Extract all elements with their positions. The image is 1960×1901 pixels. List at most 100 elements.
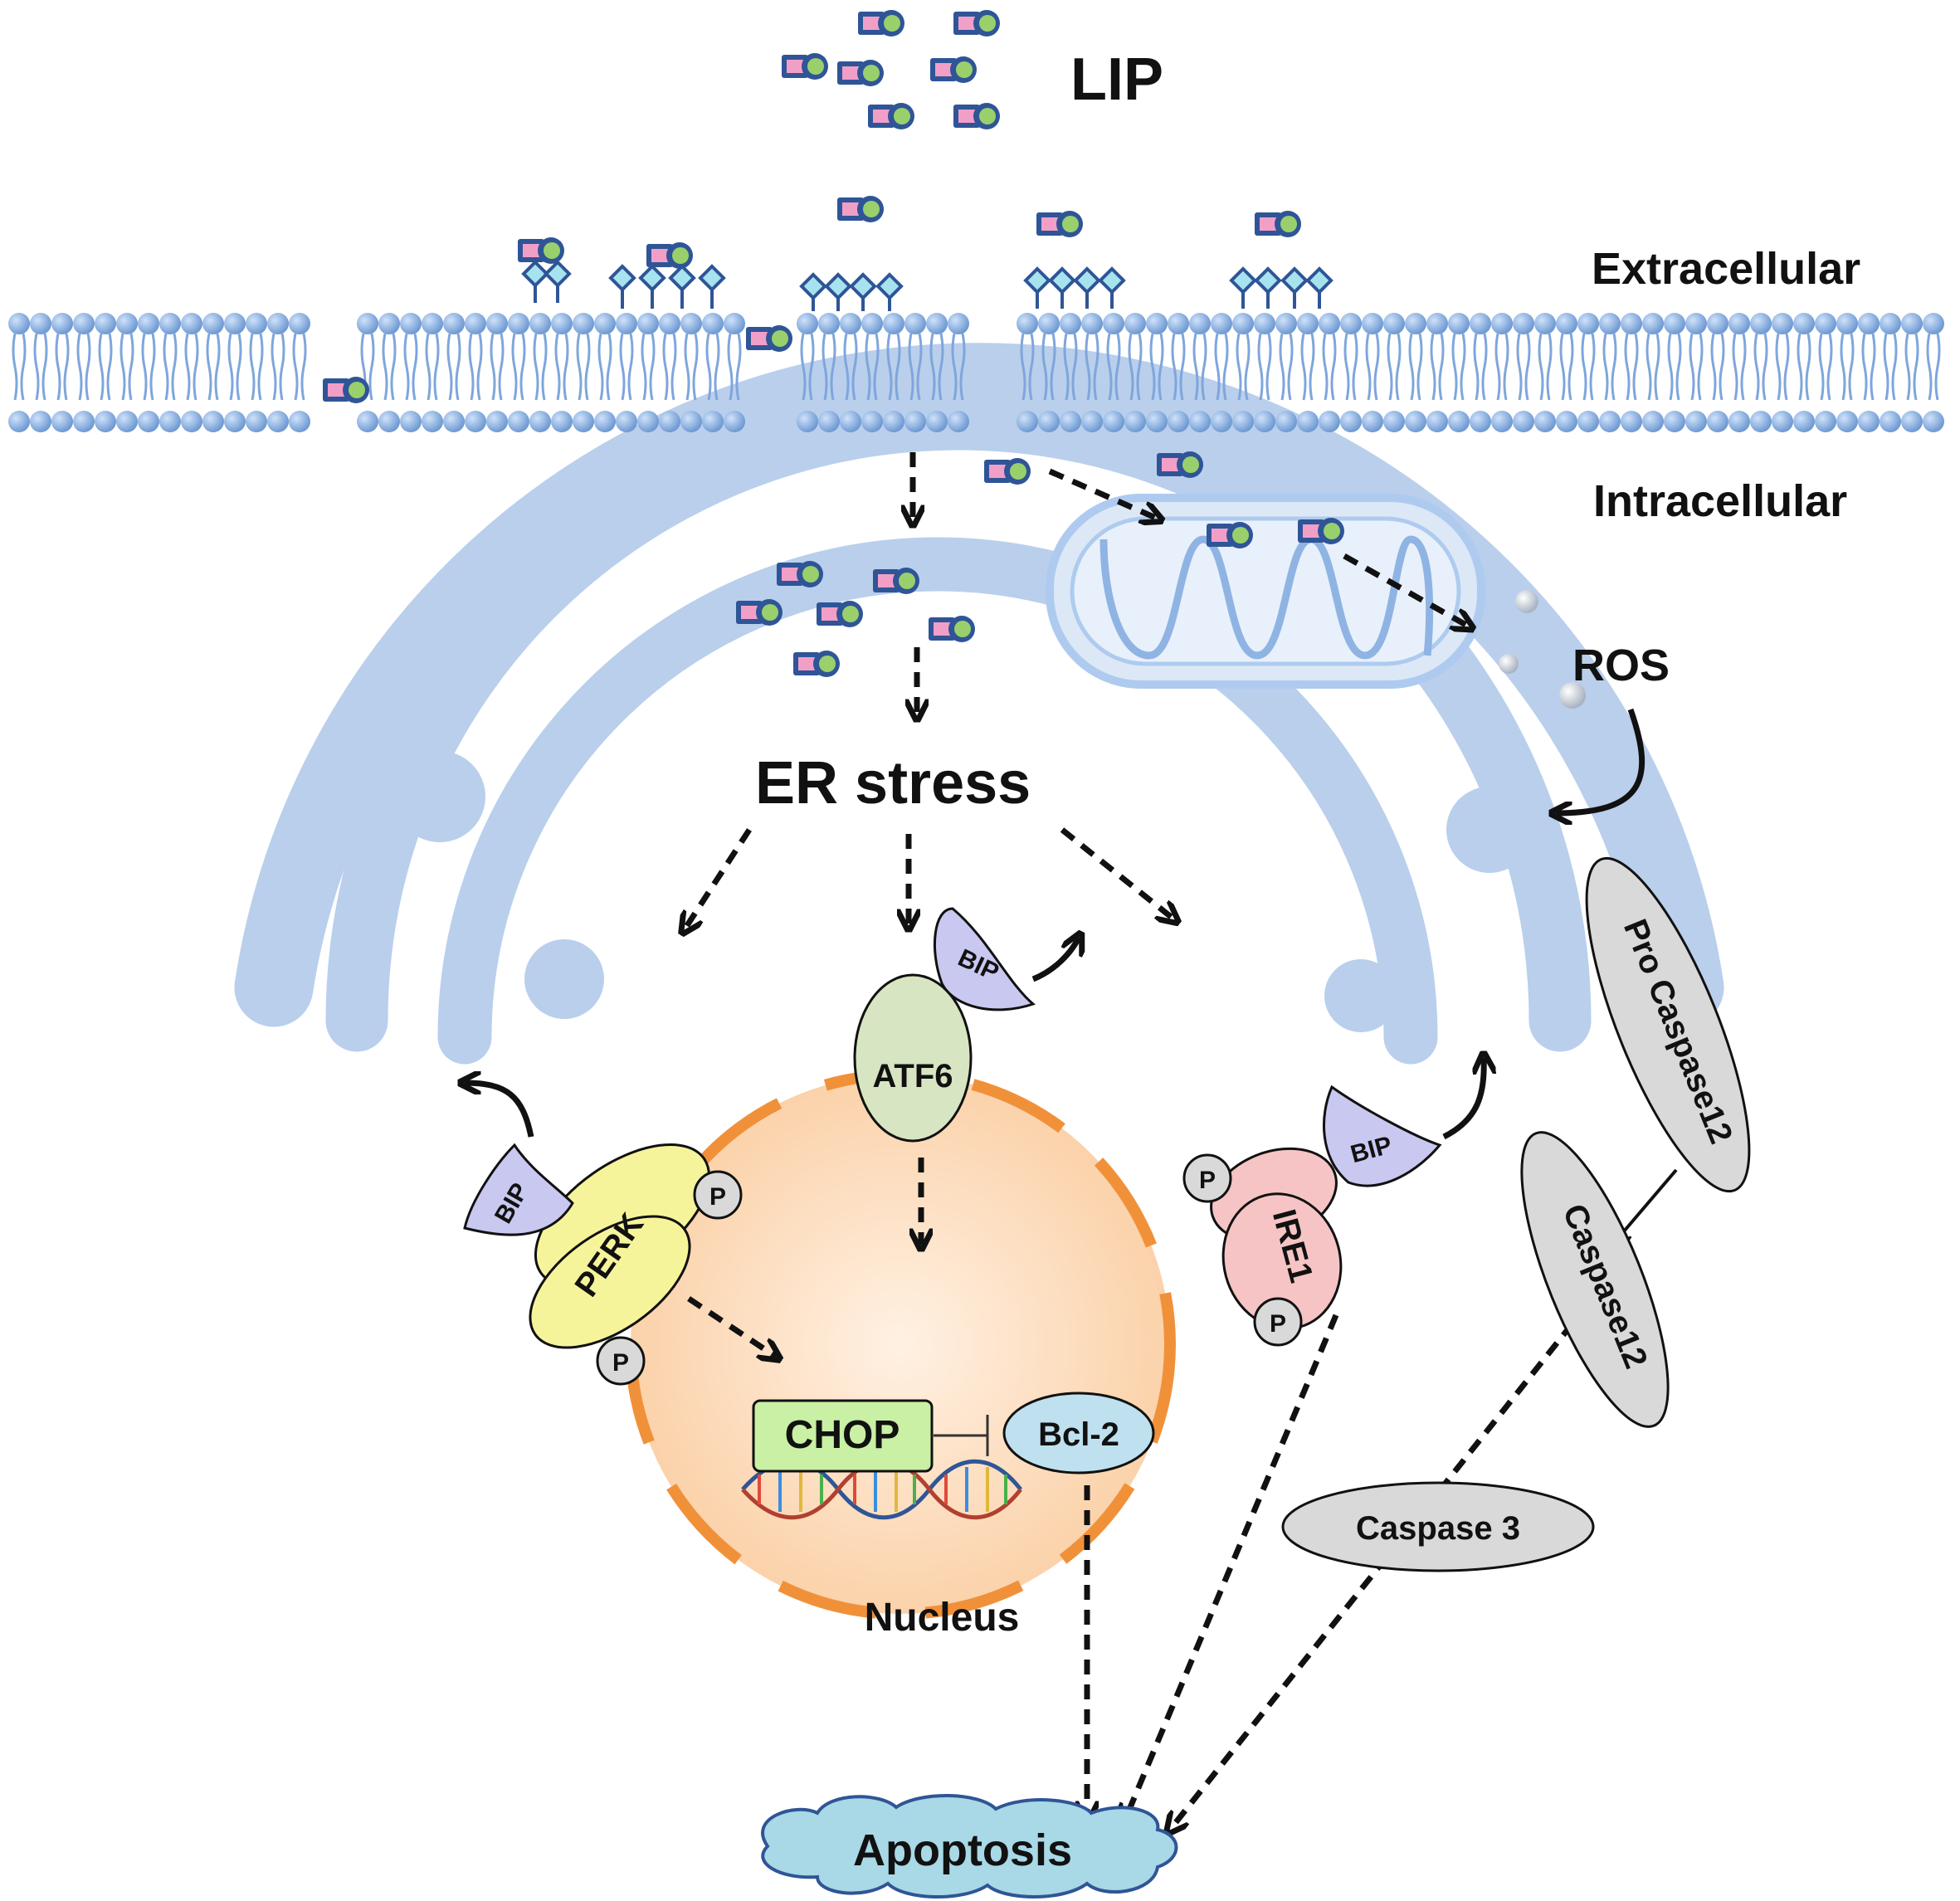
lipid-head — [1168, 313, 1189, 334]
lipid-head — [246, 411, 267, 432]
receptor-diamond-icon — [850, 273, 876, 300]
lipid-head — [159, 411, 181, 432]
lipid-head — [594, 411, 616, 432]
lipid-head — [1858, 411, 1880, 432]
lipid-head — [1513, 313, 1534, 334]
lipid-head — [659, 313, 680, 334]
lipid-head — [1426, 411, 1448, 432]
lipid-head — [1880, 313, 1901, 334]
lip-molecule-icon — [323, 377, 369, 403]
lipid-head — [1405, 411, 1426, 432]
lipid-head — [1664, 313, 1685, 334]
lipid-head — [1211, 411, 1232, 432]
lipid-head — [1017, 411, 1038, 432]
lipid-head — [1319, 313, 1340, 334]
perk-complex — [463, 1143, 743, 1386]
lipid-head — [443, 411, 465, 432]
lipid-head — [1815, 411, 1836, 432]
lip-molecule-icon — [1207, 522, 1253, 548]
intracellular-label: Intracellular — [1593, 476, 1847, 526]
atf6-complex — [853, 907, 1036, 1143]
lip-label: LIP — [1070, 46, 1163, 113]
lipid-head — [8, 313, 30, 334]
lipid-head — [422, 313, 443, 334]
lipid-head — [861, 411, 883, 432]
lipid-head — [465, 411, 486, 432]
lipid-head — [883, 411, 904, 432]
lip-molecule-icon — [953, 103, 1000, 129]
lipid-head — [1426, 313, 1448, 334]
ire1-p-label-2: P — [1270, 1310, 1286, 1338]
bcl2-box — [1002, 1392, 1155, 1474]
cell-membrane — [8, 313, 1944, 432]
lipid-head — [1577, 313, 1599, 334]
lipid-head — [818, 411, 840, 432]
lipid-head — [1793, 313, 1815, 334]
lip-molecule-icon — [777, 561, 823, 587]
lipid-head — [1405, 313, 1426, 334]
lipid-head — [95, 313, 116, 334]
receptor-diamond-icon — [1230, 267, 1256, 294]
lipid-head — [1577, 411, 1599, 432]
lipid-head — [1124, 313, 1146, 334]
receptor-diamond-icon — [1099, 267, 1125, 294]
lipid-head — [224, 313, 246, 334]
lipid-head — [883, 313, 904, 334]
lipid-head — [1124, 411, 1146, 432]
lipid-head — [1081, 313, 1103, 334]
lipid-head — [926, 411, 948, 432]
lipid-head — [1642, 313, 1664, 334]
lipid-head — [1017, 313, 1038, 334]
lip-molecule-icon — [736, 599, 783, 626]
lipid-head — [1836, 411, 1858, 432]
lipid-head — [551, 411, 573, 432]
lipid-head — [1836, 313, 1858, 334]
lip-molecule-icon — [929, 616, 975, 642]
lipid-head — [159, 313, 181, 334]
receptor-diamond-icon — [1024, 267, 1051, 294]
receptor-diamond-icon — [825, 273, 851, 300]
lipid-head — [1470, 313, 1491, 334]
lip-molecule-icon — [1255, 211, 1301, 237]
er-stress-label: ER stress — [755, 750, 1031, 816]
receptor-diamond-icon — [544, 261, 571, 287]
receptor-diamond-icon — [609, 265, 636, 291]
lip-molecule-icon — [1298, 518, 1344, 544]
lipid-head — [1254, 411, 1275, 432]
lip-molecule-icon — [782, 53, 828, 80]
lipid-head — [289, 313, 310, 334]
lipid-head — [1211, 313, 1232, 334]
bcl2-label: Bcl-2 — [1038, 1416, 1119, 1453]
lip-molecule-icon — [837, 196, 884, 222]
lipid-head — [1491, 411, 1513, 432]
lipid-head — [1060, 411, 1081, 432]
lipid-head — [1534, 411, 1556, 432]
lipid-head — [116, 313, 138, 334]
lipid-head — [138, 411, 159, 432]
lipid-head — [8, 411, 30, 432]
lipid-head — [529, 313, 551, 334]
lipid-head — [1513, 411, 1534, 432]
lipid-head — [73, 411, 95, 432]
caspase3-label: Caspase 3 — [1356, 1510, 1520, 1547]
lipid-head — [1254, 313, 1275, 334]
lipid-head — [1534, 313, 1556, 334]
lipid-head — [422, 411, 443, 432]
lipid-head — [861, 313, 883, 334]
lipid-head — [1146, 313, 1168, 334]
lipid-head — [637, 313, 659, 334]
lipid-head — [904, 411, 926, 432]
lipid-head — [1728, 411, 1750, 432]
lip-molecule-icon — [646, 242, 693, 269]
lipid-head — [1685, 313, 1707, 334]
lip-molecule-icon — [817, 601, 863, 627]
lipid-head — [1664, 411, 1685, 432]
lipid-head — [1362, 411, 1383, 432]
lipid-head — [1793, 411, 1815, 432]
lipid-head — [1383, 313, 1405, 334]
ire1-p-label-1: P — [1199, 1167, 1216, 1194]
lipid-head — [1362, 313, 1383, 334]
lipid-head — [1685, 411, 1707, 432]
lipid-head — [1556, 313, 1577, 334]
